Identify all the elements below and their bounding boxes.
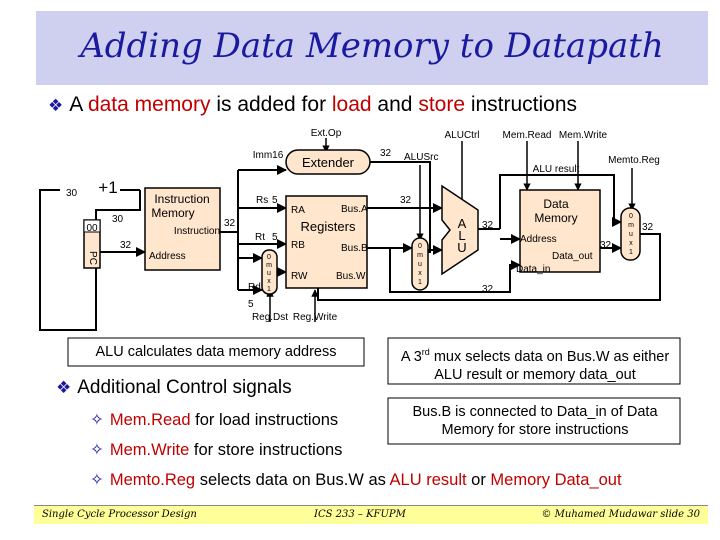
label-busb: Bus.B — [341, 243, 368, 254]
svg-text:x: x — [267, 278, 271, 285]
label-32-pc: 32 — [120, 240, 132, 251]
label-32-dout: 32 — [600, 240, 612, 251]
label-memwrite: Mem.Write — [559, 130, 608, 141]
svg-text:0: 0 — [629, 213, 633, 220]
note-mux3: A 3rd mux selects data on Bus.W as eithe… — [400, 347, 670, 383]
footer-left: Single Cycle Processor Design — [42, 509, 197, 520]
label-rw: RW — [291, 271, 308, 282]
label-address-d: Address — [520, 234, 557, 245]
label-32-alu: 32 — [482, 220, 494, 231]
svg-text:u: u — [267, 270, 271, 277]
star-bullet-icon: ✧ — [90, 410, 104, 429]
label-imem-title-1: Instruction — [154, 192, 209, 206]
extender-block — [285, 149, 371, 175]
label-32-busb: 32 — [482, 284, 494, 295]
label-rs: Rs — [256, 195, 268, 206]
label-extender: Extender — [302, 155, 355, 170]
label-data-in: Data_in — [516, 264, 550, 275]
diamond-bullet-icon: ❖ — [56, 378, 72, 398]
label-busw: Bus.W — [336, 271, 366, 282]
label-memtoreg: Memto.Reg — [608, 155, 660, 166]
label-registers: Registers — [301, 219, 356, 234]
data-memory-block — [519, 189, 601, 273]
label-32-a: 32 — [400, 195, 412, 206]
alu-letter-a: A — [458, 216, 467, 231]
diamond-bullet-icon: ❖ — [48, 96, 64, 116]
label-32-w: 32 — [642, 222, 654, 233]
label-30b: 30 — [112, 214, 124, 225]
label-dmem-title-1: Data — [543, 197, 569, 211]
svg-text:m: m — [628, 222, 634, 229]
note-box-mux — [387, 337, 681, 385]
label-extop: Ext.Op — [311, 128, 342, 139]
slide-title: Adding Data Memory to Datapath — [80, 26, 664, 66]
label-busa: Bus.A — [341, 204, 368, 215]
label-regwrite: Reg.Write — [293, 312, 338, 323]
svg-text:m: m — [266, 262, 272, 269]
label-5-rt: 5 — [272, 232, 278, 243]
svg-text:1: 1 — [267, 286, 271, 293]
sub-memtoreg: ✧Memto.Reg selects data on Bus.W as ALU … — [90, 470, 622, 489]
footer-right: © Muhamed Mudawar slide 30 — [541, 509, 700, 520]
svg-text:x: x — [418, 270, 422, 277]
sub-memread: ✧Mem.Read for load instructions — [90, 410, 339, 429]
label-5-rs: 5 — [272, 195, 278, 206]
label-data-out: Data_out — [552, 251, 593, 262]
label-32-ext: 32 — [380, 148, 392, 159]
label-imm16: Imm16 — [253, 150, 284, 161]
label-ra: RA — [291, 205, 305, 216]
label-regdst: Reg.Dst — [252, 312, 288, 323]
note-box-busb — [387, 397, 681, 445]
label-32-instr: 32 — [224, 218, 236, 229]
footer-center: ICS 233 – KFUPM — [314, 509, 406, 520]
label-5-rd: 5 — [248, 299, 254, 310]
svg-text:m: m — [417, 252, 423, 259]
star-bullet-icon: ✧ — [90, 440, 104, 459]
alu-letter-l: L — [458, 228, 465, 243]
label-aluctrl: ALUCtrl — [444, 130, 479, 141]
label-dmem-title-2: Memory — [534, 211, 577, 225]
footer-bar: Single Cycle Processor Design ICS 233 – … — [34, 505, 708, 524]
alusrc-mux — [411, 237, 429, 291]
bullet-data-memory: ❖A data memory is added for load and sto… — [48, 93, 578, 116]
note-box-alu — [67, 337, 365, 367]
title-banner — [36, 11, 708, 85]
svg-text:u: u — [418, 261, 422, 268]
svg-text:1: 1 — [418, 279, 422, 286]
label-address-i: Address — [149, 251, 186, 262]
label-00: 00 — [86, 223, 98, 234]
label-pc: PC — [87, 251, 98, 265]
label-memread: Mem.Read — [503, 130, 552, 141]
label-rb: RB — [291, 240, 305, 251]
svg-text:x: x — [629, 240, 633, 247]
label-imem-title-2: Memory — [151, 206, 194, 220]
bullet-additional-controls: ❖Additional Control signals — [56, 377, 292, 398]
label-plus1: +1 — [98, 178, 117, 197]
label-alu-result: ALU result — [533, 164, 580, 175]
alu-letter-u: U — [457, 240, 466, 255]
label-rt: Rt — [255, 232, 265, 243]
alu-block — [441, 184, 479, 276]
instruction-memory-block — [144, 187, 221, 271]
label-instruction: Instruction — [174, 226, 220, 237]
star-bullet-icon: ✧ — [90, 470, 104, 489]
memtoreg-mux — [620, 207, 641, 261]
sub-memwrite: ✧Mem.Write for store instructions — [90, 440, 343, 459]
note-alu-calc: ALU calculates data memory address — [95, 344, 337, 360]
note-busb: Bus.B is connected to Data_in of Data Me… — [412, 404, 658, 438]
svg-text:u: u — [629, 231, 633, 238]
register-file-block — [285, 195, 368, 289]
svg-text:0: 0 — [418, 243, 422, 250]
svg-text:0: 0 — [267, 254, 271, 261]
regdst-mux — [261, 249, 278, 295]
label-alusrc: ALUSrc — [404, 152, 438, 163]
svg-text:1: 1 — [629, 249, 633, 256]
label-30a: 30 — [66, 188, 78, 199]
label-rd: Rd — [248, 282, 261, 293]
